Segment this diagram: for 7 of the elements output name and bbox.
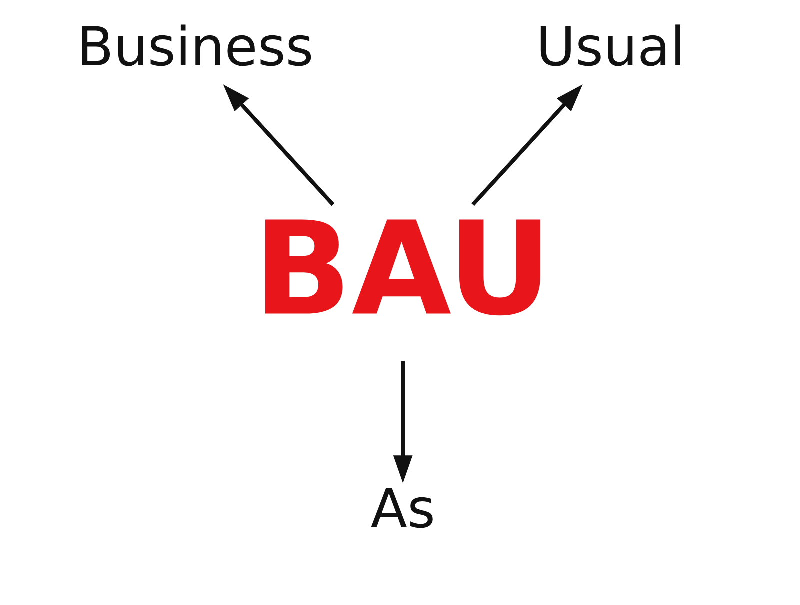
arrow — [222, 84, 334, 206]
node-text: Business — [76, 16, 314, 79]
node-text: As — [370, 478, 435, 541]
node-text: Usual — [536, 16, 685, 79]
arrow — [471, 84, 582, 206]
arrow — [392, 361, 412, 484]
node-text: BAU — [253, 194, 552, 345]
